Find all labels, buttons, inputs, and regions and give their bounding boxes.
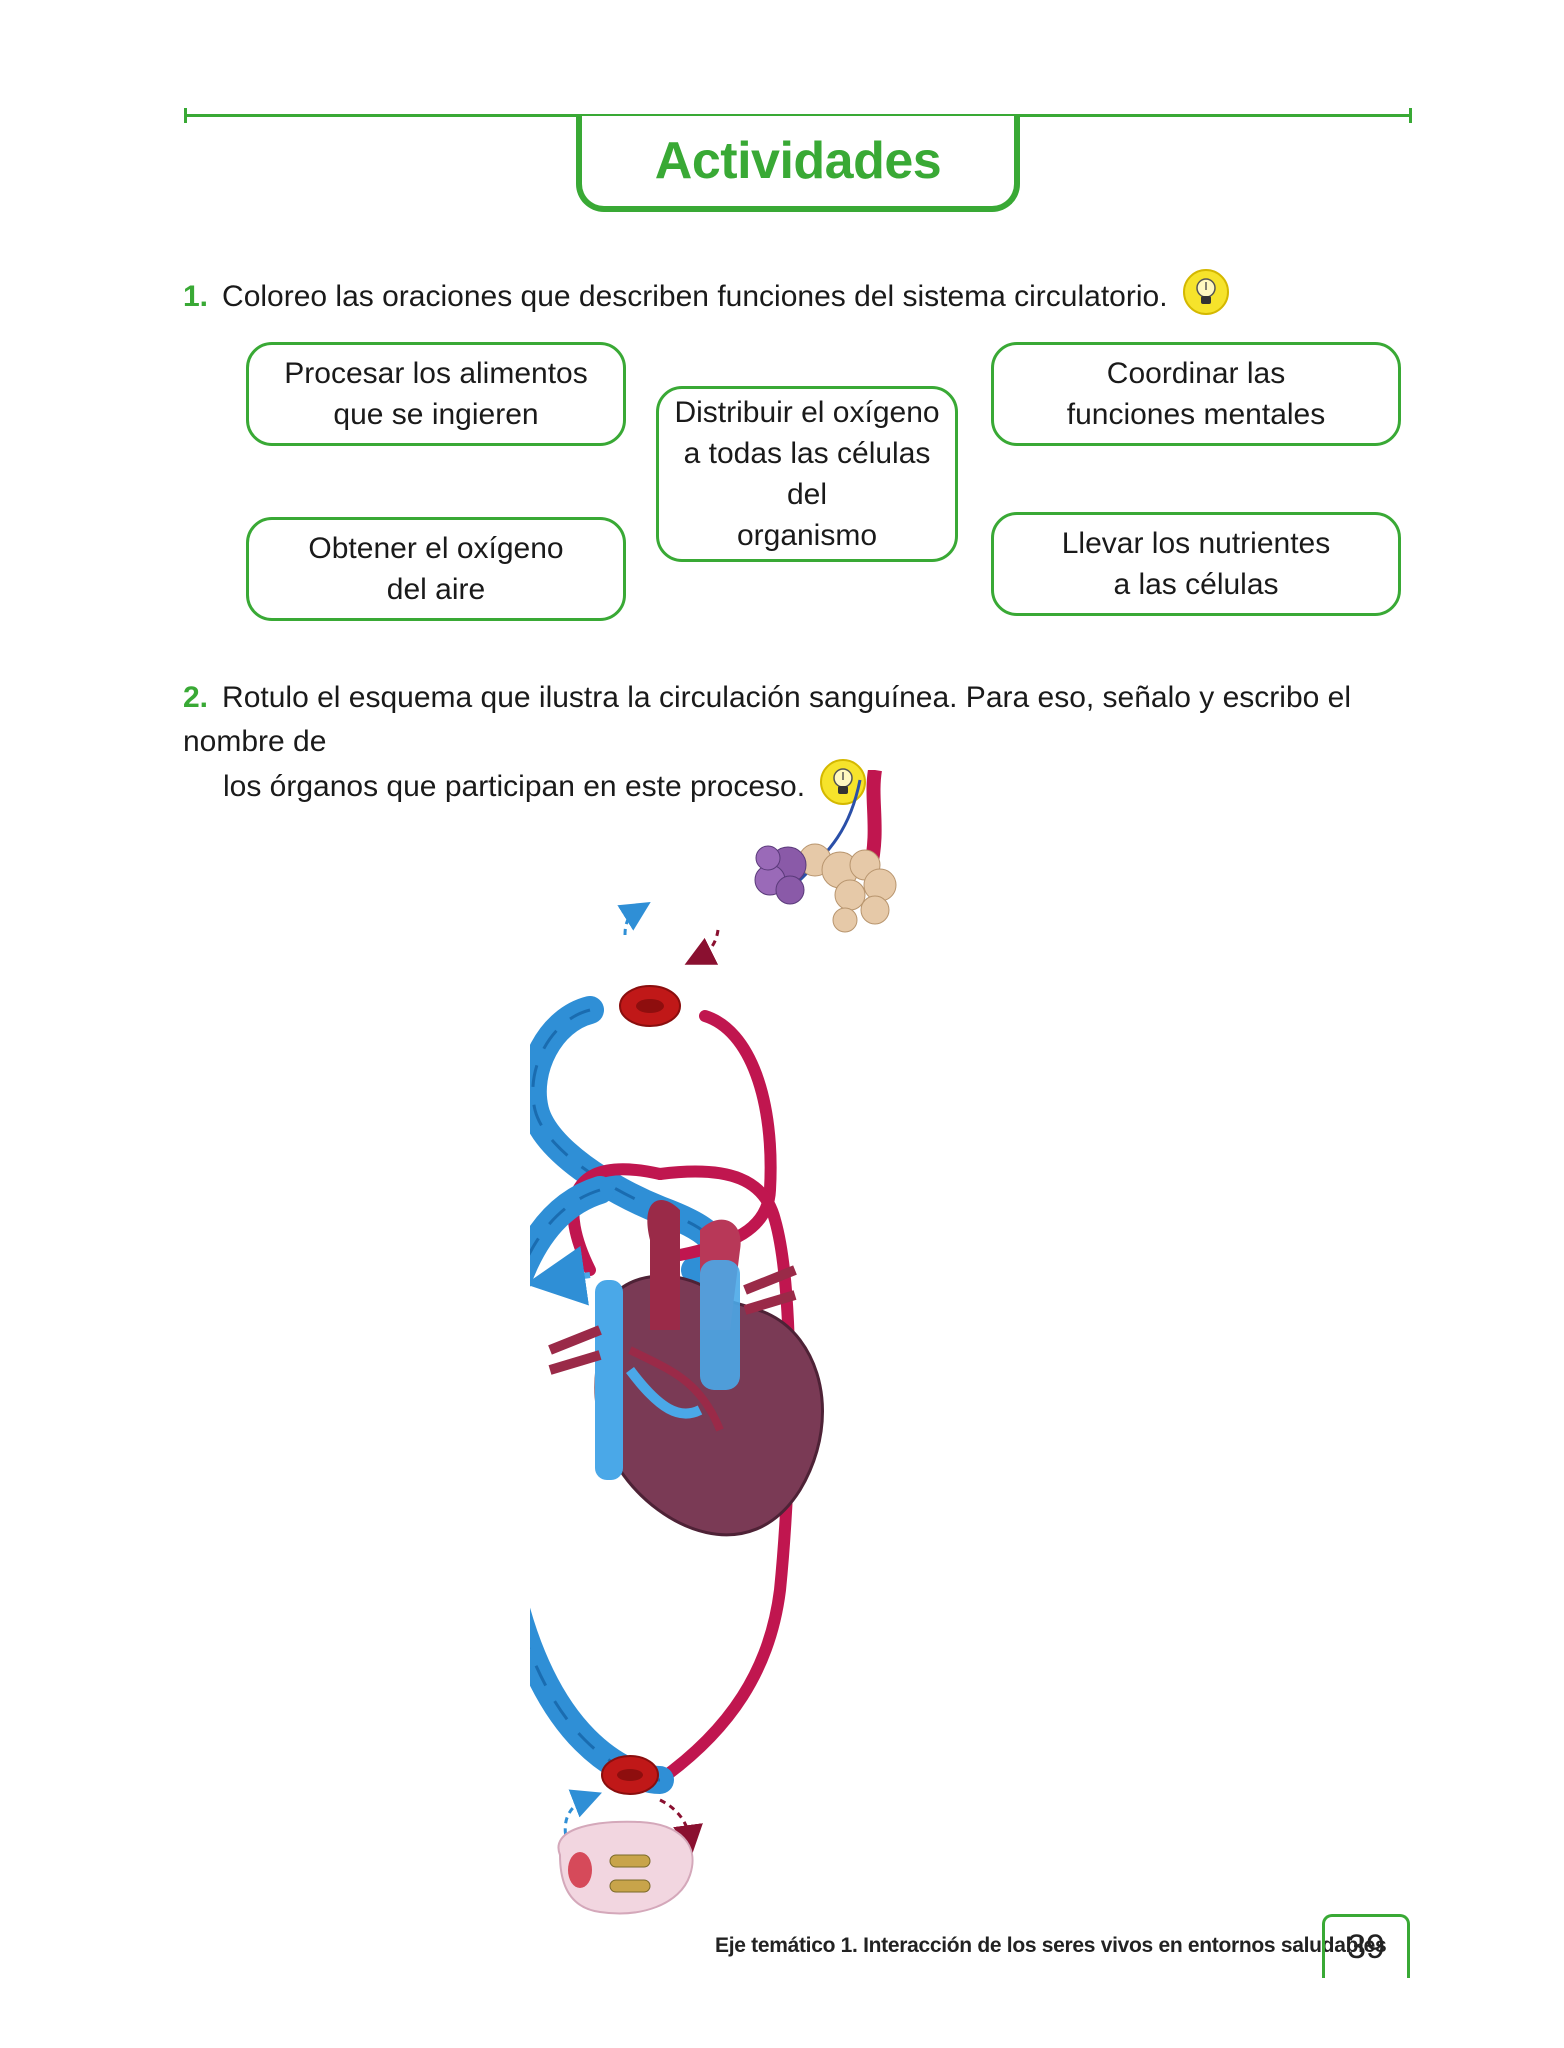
lightbulb-icon: [820, 759, 867, 805]
question-text: Coloreo las oraciones que describen func…: [222, 279, 1168, 313]
circulation-diagram: [530, 770, 897, 1915]
option-line: que se ingieren: [333, 398, 539, 431]
page-number: 39: [1322, 1914, 1410, 1978]
footer-text: Eje temático 1. Interacción de los seres…: [715, 1934, 1387, 1957]
lungs-illustration: [754, 770, 897, 933]
option-line: del aire: [386, 573, 486, 606]
page-title: Actividades: [654, 132, 942, 190]
option-procesar-alimentos[interactable]: Procesar los alimentos que se ingieren: [246, 342, 626, 446]
option-llevar-nutrientes[interactable]: Llevar los nutrientes a las células: [991, 512, 1401, 616]
option-line: Distribuir el oxígeno: [674, 396, 940, 429]
question-text: Rotulo el esquema que ilustra la circula…: [183, 681, 1352, 758]
option-line: Llevar los nutrientes: [1061, 527, 1331, 560]
question-number: 2.: [183, 681, 209, 714]
option-line: Procesar los alimentos: [284, 357, 588, 390]
title-tab: Actividades: [576, 116, 1020, 212]
question-number: 1.: [183, 279, 209, 313]
heart-illustration: [530, 1200, 824, 1537]
question-2: 2.Rotulo el esquema que ilustra la circu…: [183, 676, 1423, 812]
option-line: a todas las células del: [683, 437, 931, 511]
option-obtener-oxigeno[interactable]: Obtener el oxígeno del aire: [246, 517, 626, 621]
header-rule: [184, 108, 1412, 123]
option-line: Coordinar las: [1106, 357, 1286, 390]
option-line: Obtener el oxígeno: [308, 532, 564, 565]
option-line: a las células: [1113, 568, 1279, 601]
question-1: 1. Coloreo las oraciones que describen fu…: [183, 269, 1423, 322]
lightbulb-icon: [1182, 269, 1229, 315]
question-text: los órganos que participan en este proce…: [223, 769, 806, 803]
option-coordinar-funciones[interactable]: Coordinar las funciones mentales: [991, 342, 1401, 446]
body-cell-illustration: [557, 1820, 694, 1915]
option-line: organismo: [736, 519, 878, 552]
option-distribuir-oxigeno[interactable]: Distribuir el oxígeno a todas las células…: [656, 386, 958, 562]
option-line: funciones mentales: [1066, 398, 1326, 431]
